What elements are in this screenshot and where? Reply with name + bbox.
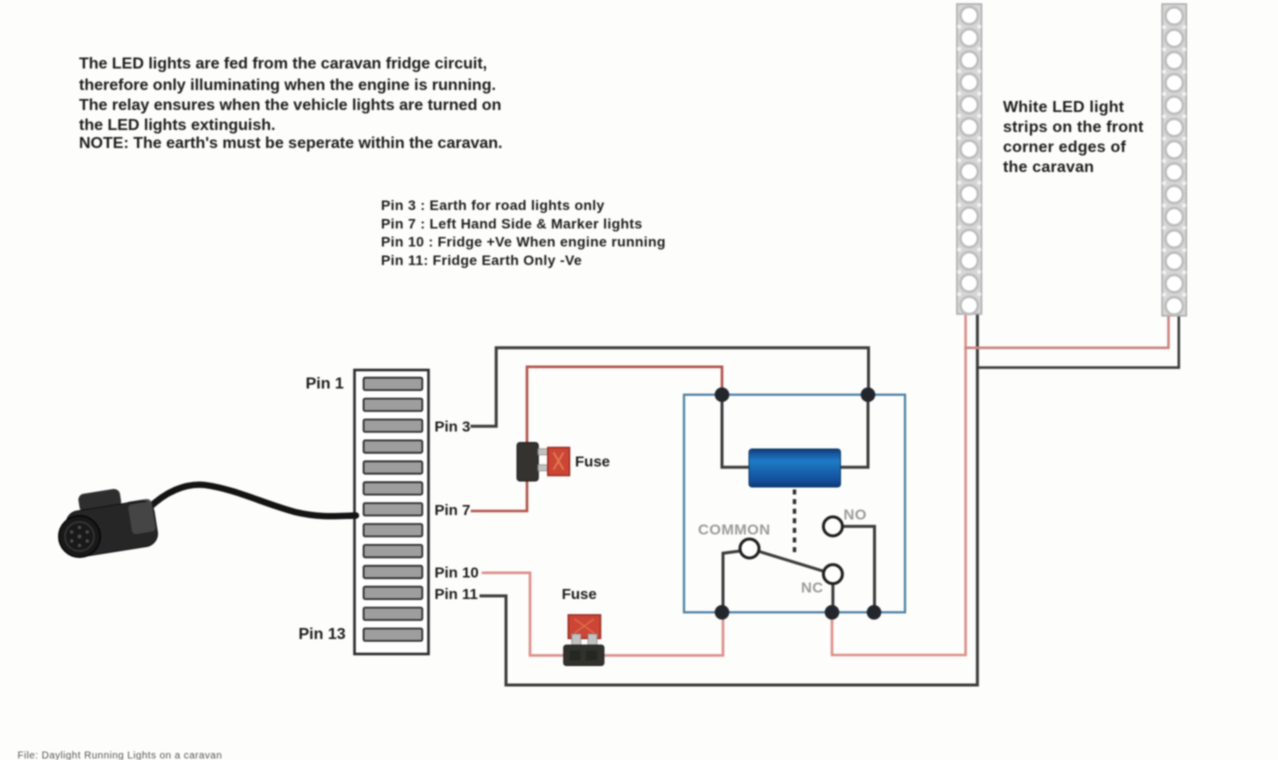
svg-text:Pin 10: Pin 10: [435, 564, 479, 581]
svg-text:Fuse: Fuse: [575, 454, 610, 471]
svg-text:File: Daylight Running Lights: File: Daylight Running Lights on a carav…: [18, 751, 223, 760]
svg-text:the LED lights extinguish.: the LED lights extinguish.: [79, 117, 275, 134]
svg-text:Pin 11: Fridge Earth Only -Ve: Pin 11: Fridge Earth Only -Ve: [381, 252, 582, 268]
svg-text:Fuse: Fuse: [562, 586, 597, 603]
svg-text:White LED light: White LED light: [1003, 99, 1125, 116]
svg-text:The relay ensures when the veh: The relay ensures when the vehicle light…: [79, 97, 501, 114]
svg-text:strips on the front: strips on the front: [1003, 119, 1144, 136]
svg-text:NO: NO: [844, 507, 867, 524]
svg-text:The LED lights are fed from th: The LED lights are fed from the caravan …: [79, 56, 487, 73]
svg-text:corner edges of: corner edges of: [1003, 139, 1127, 156]
svg-text:Pin 7 : Left Hand Side & Marke: Pin 7 : Left Hand Side & Marker lights: [381, 215, 642, 231]
svg-text:Pin 3: Pin 3: [435, 418, 471, 435]
svg-text:Pin 10 : Fridge +Ve When engin: Pin 10 : Fridge +Ve When engine running: [381, 234, 666, 250]
svg-text:NC: NC: [801, 579, 824, 596]
svg-text:COMMON: COMMON: [698, 522, 771, 539]
svg-text:Pin 1: Pin 1: [306, 375, 344, 392]
svg-text:Pin 7: Pin 7: [435, 502, 471, 519]
svg-text:Pin 3 : Earth for road lights: Pin 3 : Earth for road lights only: [381, 197, 605, 213]
svg-text:Pin 11: Pin 11: [435, 586, 478, 603]
svg-text:therefore only illuminating wh: therefore only illuminating when the eng…: [79, 77, 496, 94]
svg-text:the caravan: the caravan: [1003, 159, 1094, 176]
svg-text:Pin 13: Pin 13: [299, 626, 346, 643]
svg-text:NOTE: The earth's must be sepe: NOTE: The earth's must be seperate withi…: [79, 135, 502, 152]
